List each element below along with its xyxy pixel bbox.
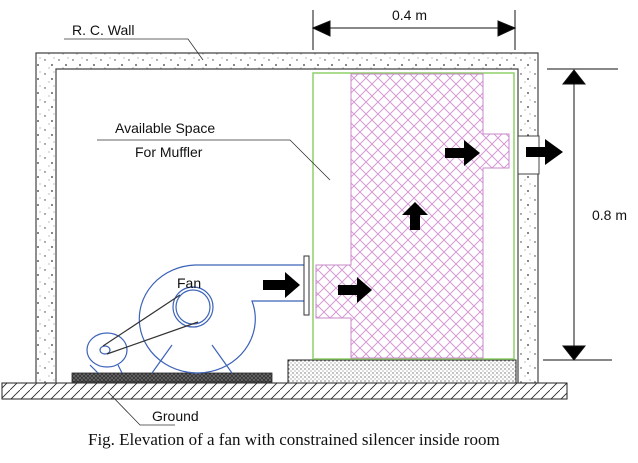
- fan-flange: [303, 255, 310, 316]
- arrow-right-icon: [445, 140, 480, 166]
- height-dimension: [543, 68, 618, 361]
- height-label: 0.8 m: [592, 207, 627, 223]
- fan-pad: [71, 372, 273, 383]
- ground-label: Ground: [152, 408, 199, 424]
- fan-label: Fan: [177, 275, 201, 291]
- ground-slab: [1, 382, 568, 400]
- fan: [86, 264, 306, 374]
- wall-label: R. C. Wall: [72, 22, 134, 38]
- width-label: 0.4 m: [392, 7, 427, 23]
- width-dimension: [311, 10, 517, 50]
- space-label-line1: Available Space: [115, 120, 215, 136]
- available-space-boundary: [312, 72, 515, 360]
- figure-caption: Fig. Elevation of a fan with constrained…: [88, 430, 500, 449]
- arrow-right-icon: [263, 272, 300, 298]
- space-label-line2: For Muffler: [135, 144, 203, 160]
- arrow-up-icon: [402, 202, 428, 230]
- flow-arrows: [263, 139, 563, 303]
- arrow-right-icon: [338, 277, 372, 303]
- leader-lines: [64, 38, 331, 426]
- silencer-base: [287, 359, 517, 384]
- arrow-right-icon: [526, 139, 563, 165]
